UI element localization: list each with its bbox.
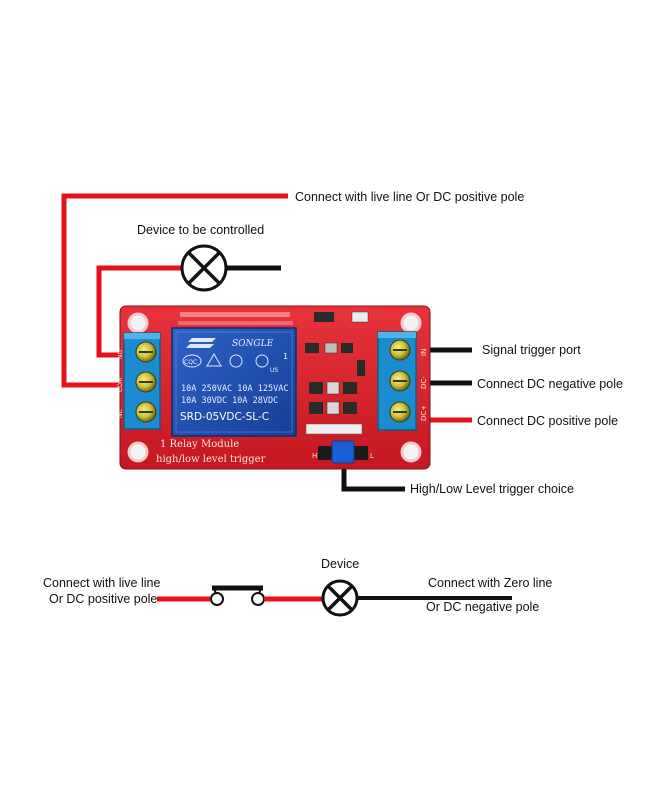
label-device-controlled: Device to be controlled — [137, 223, 265, 237]
label-live-line: Connect with live line Or DC positive po… — [295, 190, 525, 204]
pin-com-label: COM — [117, 378, 124, 392]
relay-rating-line-2: 10A 30VDC 10A 28VDC — [181, 396, 278, 406]
screw-right-dc-negative[interactable] — [389, 370, 411, 392]
pcb-components — [305, 311, 369, 435]
cqc-label: CQC — [184, 359, 197, 366]
label-dc-negative: Connect DC negative pole — [477, 377, 623, 391]
switch-icon — [210, 585, 265, 606]
trigger-text-label: high/low level trigger — [156, 454, 266, 465]
device-lamp-icon — [321, 579, 359, 617]
wire-live-line — [61, 193, 288, 388]
relay-brand-label: SONGLE — [232, 339, 274, 349]
label-bottom-zero-2: Or DC negative pole — [426, 600, 540, 614]
label-bottom-zero-1: Connect with Zero line — [428, 576, 553, 590]
screw-left-3[interactable] — [135, 401, 157, 423]
ul-us-label: US — [270, 367, 278, 374]
lamp-icon — [180, 244, 228, 292]
trigger-jumper[interactable] — [318, 440, 368, 464]
module-name-label: 1 Relay Module — [160, 439, 239, 450]
label-bottom-live-2: Or DC positive pole — [49, 592, 158, 606]
label-dc-positive: Connect DC positive pole — [477, 414, 619, 428]
pin-dc-positive-label: DC+ — [420, 405, 428, 421]
relay-rating-line-1: 10A 250VAC 10A 125VAC — [181, 384, 288, 394]
relay-model-label: SRD-05VDC-SL-C — [180, 411, 269, 423]
label-bottom-device: Device — [321, 557, 360, 571]
relay-component — [171, 327, 297, 437]
label-level-choice: High/Low Level trigger choice — [410, 482, 574, 496]
screw-left-1[interactable] — [135, 341, 157, 363]
ul-mark-icon — [255, 354, 269, 368]
ul-one-label: 1 — [283, 352, 288, 361]
pin-no-label: NO — [117, 350, 124, 359]
jumper-h-label: H — [312, 452, 317, 460]
screw-right-dc-positive[interactable] — [389, 401, 411, 423]
wire-jumper-pointer — [341, 460, 405, 492]
wire-to-device — [96, 265, 182, 358]
cqc-mark-icon — [182, 354, 202, 368]
songle-logo-icon — [186, 338, 216, 348]
pin-nc-label: NC — [117, 409, 124, 418]
screw-left-2[interactable] — [135, 371, 157, 393]
warning-triangle-icon — [206, 353, 222, 367]
pin-in-label: IN — [420, 349, 428, 356]
screw-right-in[interactable] — [389, 339, 411, 361]
jumper-l-label: L — [370, 452, 374, 460]
label-bottom-live-1: Connect with live line — [43, 576, 161, 590]
pin-dc-negative-label: DC- — [420, 376, 428, 389]
label-signal-trigger: Signal trigger port — [482, 343, 581, 357]
ce-mark-icon — [229, 354, 243, 368]
